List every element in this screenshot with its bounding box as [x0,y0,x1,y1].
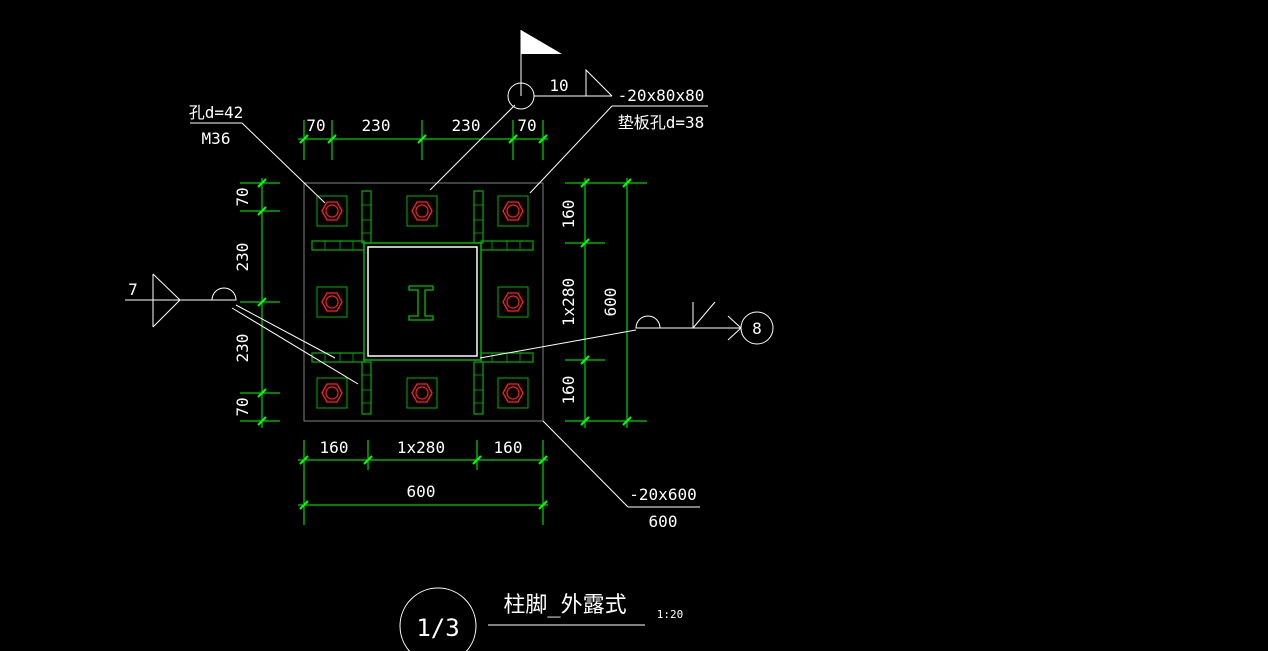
leaders [125,30,774,651]
bottom-dim: 160 [320,438,349,457]
plate-size-label: -20x600 [629,485,696,504]
flag-icon [521,30,562,54]
stiffeners [311,190,534,415]
anchor-bolt [497,377,529,409]
dimension-texts: 70 230 230 70 70 230 230 70 160 1x280 16… [233,116,620,501]
right-total: 600 [601,288,620,317]
bottom-dim: 1x280 [397,438,445,457]
anchor-bolt [497,195,529,227]
top-weld-size: 10 [549,76,568,95]
left-weld-size: 7 [128,280,138,299]
bottom-total: 600 [407,482,436,501]
drawing-scale: 1:20 [657,608,684,621]
right-dim: 160 [559,376,578,405]
base-plate [303,182,544,422]
anchor-bolt [406,377,438,409]
top-dim: 230 [362,116,391,135]
top-dim: 230 [452,116,481,135]
right-dim: 1x280 [559,278,578,326]
bottom-dim: 160 [494,438,523,457]
drawing-title: 柱脚_外露式 [503,593,626,618]
top-dim: 70 [306,116,325,135]
left-dim: 70 [233,187,252,206]
left-dim: 70 [233,397,252,416]
anchor-hole-label: 孔d=42 [189,103,244,122]
callout-texts: 孔d=42 M36 -20x80x80 垫板孔d=38 -20x600 600 … [128,76,762,531]
anchor-bolt [406,195,438,227]
plate-length-label: 600 [649,512,678,531]
anchor-bolt [316,286,348,318]
i-beam-icon [408,285,434,321]
dimension-lines [240,120,647,525]
detail-number: 1/3 [416,614,459,642]
anchor-bolt [316,377,348,409]
washer-hole-label: 垫板孔d=38 [618,113,705,132]
anchor-bolts [316,195,529,409]
washer-size-label: -20x80x80 [618,86,705,105]
right-dim: 160 [559,200,578,229]
anchor-bolt [497,286,529,318]
anchor-bolt [316,195,348,227]
left-dim: 230 [233,243,252,272]
left-dim: 230 [233,334,252,363]
right-weld-ref: 8 [752,319,762,338]
anchor-bolt-label: M36 [202,129,231,148]
top-dim: 70 [517,116,536,135]
column-section [363,242,482,361]
